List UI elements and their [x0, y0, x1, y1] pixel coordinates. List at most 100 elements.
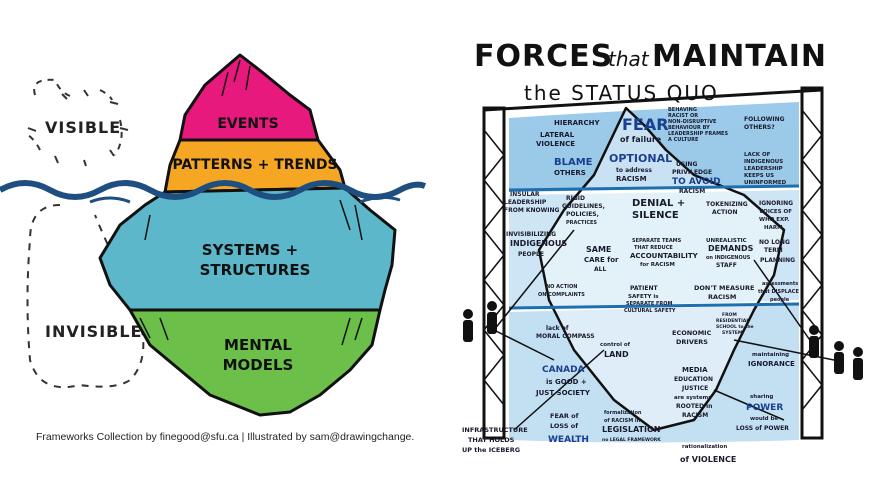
note-others: OTHERS: [554, 169, 586, 177]
note-ignoring1: IGNORING: [759, 200, 793, 207]
note-lack3: LEADERSHIP: [744, 166, 783, 172]
note-lackmoral2: MORAL COMPASS: [536, 333, 595, 340]
note-lack2: INDIGENOUS: [744, 159, 783, 165]
blue-wash: [509, 102, 799, 443]
note-formal4: no LEGAL FRAMEWORK: [602, 437, 661, 443]
visible-rays: [27, 89, 129, 167]
note-media3: JUSTICE: [681, 385, 708, 392]
note-optional-sub: to address: [616, 167, 652, 174]
note-from1: FROM: [722, 312, 737, 318]
note-behaving3: NON-DISRUPTIVE: [668, 119, 717, 125]
top-beam: [483, 88, 823, 112]
note-rational1: rationalization: [682, 444, 727, 450]
note-fearloss3: WEALTH: [548, 435, 589, 445]
scaffold-right: [800, 86, 824, 440]
note-patient1: PATIENT: [630, 285, 658, 292]
note-same1: SAME: [586, 245, 611, 254]
note-canada3: JUST SOCIETY: [535, 389, 591, 397]
note-using1: USING: [676, 161, 697, 168]
note-nolong3: PLANNING: [760, 257, 795, 264]
note-lack5: UNINFORMED: [744, 180, 787, 186]
note-unrealistic4: STAFF: [716, 262, 737, 269]
note-maint1: maintaining: [752, 352, 789, 358]
note-control2: LAND: [604, 350, 629, 359]
note-separate1: SEPARATE TEAMS: [632, 238, 682, 244]
note-ignoring3: WHO EXP.: [759, 217, 789, 223]
note-media6: RACISM: [682, 412, 708, 419]
note-behaving5: LEADERSHIP FRAMES: [668, 131, 728, 137]
note-denial2: SILENCE: [632, 210, 679, 221]
note-fearloss1: FEAR of: [550, 412, 579, 420]
note-using3: TO AVOID: [672, 177, 721, 187]
layer-shading: [139, 59, 363, 346]
systems-label-line2: STRUCTURES: [200, 261, 311, 279]
note-infra3: UP the ICEBERG: [462, 446, 520, 454]
note-fearloss2: LOSS of: [550, 422, 578, 430]
patterns-label: PATTERNS + TRENDS: [172, 157, 337, 173]
iceberg-framework-illustration: VISIBLE INVISIBLE EVENTS PATTERNS + TREN…: [0, 53, 427, 417]
note-fear: FEAR: [622, 115, 669, 134]
note-media2: EDUCATION: [674, 376, 713, 383]
credit-line: Frameworks Collection by finegood@sfu.ca…: [36, 431, 415, 443]
note-ignoring2: VOICES OF: [759, 209, 792, 215]
note-infra1: INFRASTRUCTURE: [462, 426, 528, 434]
note-lackmoral1: lack of: [546, 325, 569, 332]
water-line-2: [89, 195, 401, 204]
note-dont2: RACISM: [708, 293, 736, 301]
mental-label-line1: MENTAL: [224, 336, 292, 354]
note-insular1: INSULAR: [510, 191, 540, 198]
note-assess1: assessments: [762, 281, 798, 287]
note-invis3: PEOPLE: [518, 251, 544, 258]
note-noaction2: ON COMPLAINTS: [538, 292, 585, 298]
note-insular2: LEADERSHIP: [504, 199, 547, 206]
note-denial1: DENIAL +: [632, 198, 685, 209]
note-assess2: that DISPLACE: [758, 289, 799, 295]
note-nolong2: TERM: [764, 247, 783, 254]
note-rational2: of VIOLENCE: [680, 455, 736, 464]
note-economic2: DRIVERS: [676, 338, 708, 346]
note-separate2: THAT REDUCE: [634, 245, 673, 251]
note-formal2: of RACISM in: [604, 418, 641, 424]
note-separate4: for RACISM: [640, 262, 675, 268]
note-dont1: DON'T MEASURE: [694, 284, 754, 292]
note-ignoring4: HARM: [764, 225, 783, 231]
note-insular3: FROM KNOWING: [504, 207, 560, 214]
note-invis2: INDIGENOUS: [510, 239, 567, 248]
note-separate3: ACCOUNTABILITY: [630, 252, 699, 260]
note-sharing3: would be: [750, 416, 778, 422]
note-rigid2: GUIDELINES,: [562, 203, 605, 210]
note-racism1: RACISM: [616, 175, 647, 183]
note-canada2: is GOOD +: [546, 378, 587, 386]
note-tokenizing2: ACTION: [712, 209, 738, 216]
note-nolong1: NO LONG: [759, 239, 790, 246]
note-patient4: CULTURAL SAFETY: [624, 308, 676, 314]
title-forces: FORCES: [474, 39, 613, 74]
note-violence: VIOLENCE: [536, 140, 575, 148]
note-media5: ROOTED in: [676, 403, 712, 410]
note-economic1: ECONOMIC: [672, 329, 712, 337]
note-same3: ALL: [594, 266, 606, 273]
note-sharing2: POWER: [746, 403, 783, 413]
note-canada1: CANADA: [542, 365, 585, 375]
note-patient3: SEPARATE FROM: [626, 301, 673, 307]
note-behaving4: BEHAVIOUR BY: [668, 125, 710, 131]
note-unrealistic3: on INDIGENOUS: [706, 255, 751, 261]
visible-label: VISIBLE: [45, 118, 121, 137]
note-hierarchy: HIERARCHY: [554, 119, 600, 127]
waterline-bottom: [508, 302, 800, 310]
note-tokenizing1: TOKENIZING: [706, 201, 748, 208]
note-control1: control of: [600, 342, 631, 348]
note-rigid4: PRACTICES: [566, 220, 597, 226]
note-from4: SYSTEM: [722, 330, 743, 336]
waterline-top: [508, 184, 800, 192]
events-label: EVENTS: [217, 116, 278, 132]
note-media1: MEDIA: [682, 366, 708, 374]
note-infra2: THAT HOLDS: [468, 436, 515, 444]
note-optional: OPTIONAL: [609, 152, 672, 165]
note-unrealistic1: UNREALISTIC: [706, 238, 747, 244]
title-maintain: MAINTAIN: [652, 39, 827, 74]
note-following2: OTHERS?: [744, 124, 775, 131]
note-formal3: LEGISLATION: [602, 425, 660, 434]
rope-lines: [493, 229, 835, 431]
note-following1: FOLLOWING: [744, 116, 785, 123]
